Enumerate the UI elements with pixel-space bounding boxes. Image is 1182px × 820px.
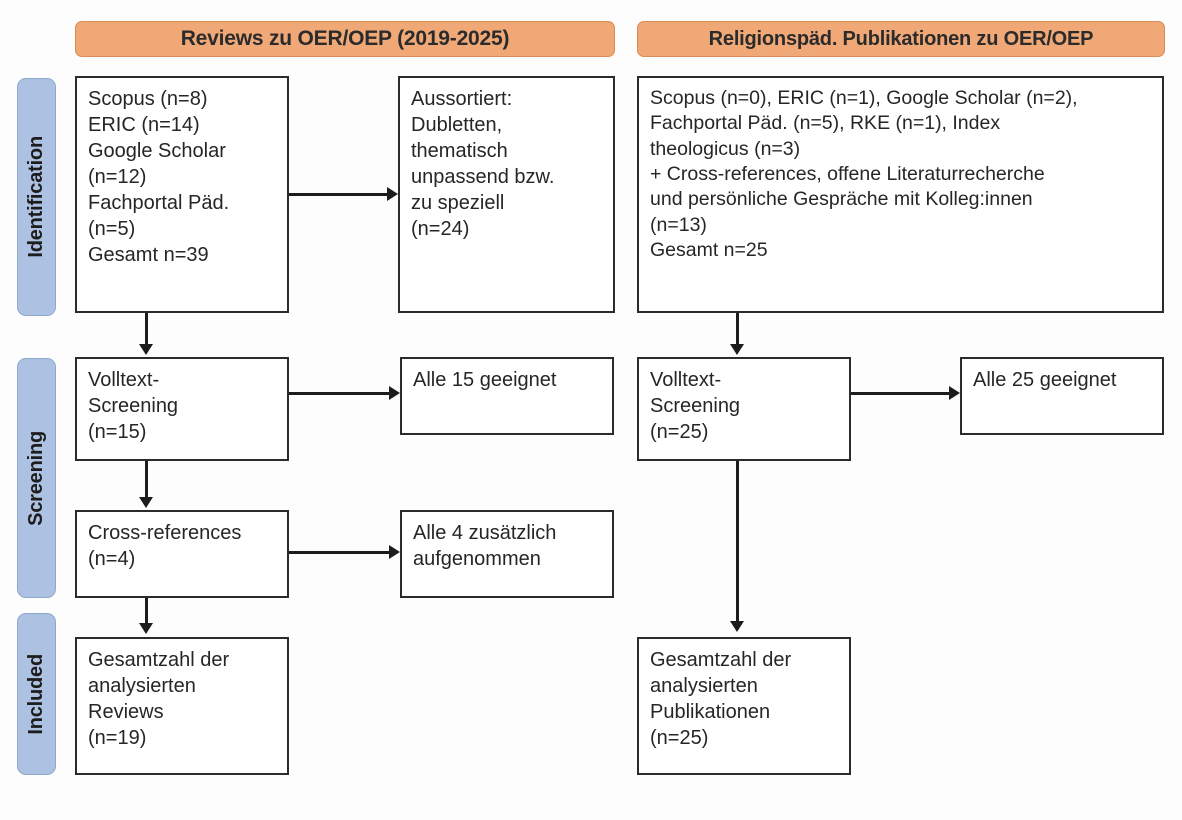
connector-left-crossrefs-to-added xyxy=(289,551,389,554)
arrowhead-left-screening-to-eligible xyxy=(389,386,400,400)
box-left-fulltext-screening: Volltext- Screening (n=15) xyxy=(75,357,289,461)
connector-left-sources-to-screening xyxy=(145,313,148,346)
arrowhead-left-crossrefs-to-included xyxy=(139,623,153,634)
box-left-cross-refs-added: Alle 4 zusätzlich aufgenommen xyxy=(400,510,614,598)
connector-left-sources-to-excluded xyxy=(289,193,387,196)
stage-tab-included: Included xyxy=(17,613,56,775)
connector-left-crossrefs-to-included xyxy=(145,598,148,625)
right-column-header: Religionspäd. Publikationen zu OER/OEP xyxy=(637,21,1165,57)
box-right-included-total: Gesamtzahl der analysierten Publikatione… xyxy=(637,637,851,775)
box-left-identification-sources: Scopus (n=8) ERIC (n=14) Google Scholar … xyxy=(75,76,289,313)
arrowhead-left-crossrefs-to-added xyxy=(389,545,400,559)
connector-right-sources-to-screening xyxy=(736,313,739,346)
box-left-included-total: Gesamtzahl der analysierten Reviews (n=1… xyxy=(75,637,289,775)
box-left-cross-references: Cross-references (n=4) xyxy=(75,510,289,598)
connector-left-screening-to-eligible xyxy=(289,392,389,395)
stage-tab-screening: Screening xyxy=(17,358,56,598)
left-column-header: Reviews zu OER/OEP (2019-2025) xyxy=(75,21,615,57)
arrowhead-right-screening-to-included xyxy=(730,621,744,632)
arrowhead-left-sources-to-screening xyxy=(139,344,153,355)
arrowhead-left-screening-to-crossrefs xyxy=(139,497,153,508)
stage-tab-identification: Identification xyxy=(17,78,56,316)
connector-left-screening-to-crossrefs xyxy=(145,461,148,499)
stage-label-screening: Screening xyxy=(25,430,47,526)
box-right-fulltext-screening: Volltext- Screening (n=25) xyxy=(637,357,851,461)
connector-right-screening-to-included xyxy=(736,461,739,623)
box-right-all-eligible: Alle 25 geeignet xyxy=(960,357,1164,435)
connector-right-screening-to-eligible xyxy=(851,392,949,395)
arrowhead-right-sources-to-screening xyxy=(730,344,744,355)
box-left-excluded: Aussortiert: Dubletten, thematisch unpas… xyxy=(398,76,615,313)
stage-label-identification: Identification xyxy=(25,136,47,258)
box-left-all-eligible: Alle 15 geeignet xyxy=(400,357,614,435)
stage-label-included: Included xyxy=(25,653,47,735)
box-right-identification-sources: Scopus (n=0), ERIC (n=1), Google Scholar… xyxy=(637,76,1164,313)
arrowhead-right-screening-to-eligible xyxy=(949,386,960,400)
arrowhead-left-sources-to-excluded xyxy=(387,187,398,201)
